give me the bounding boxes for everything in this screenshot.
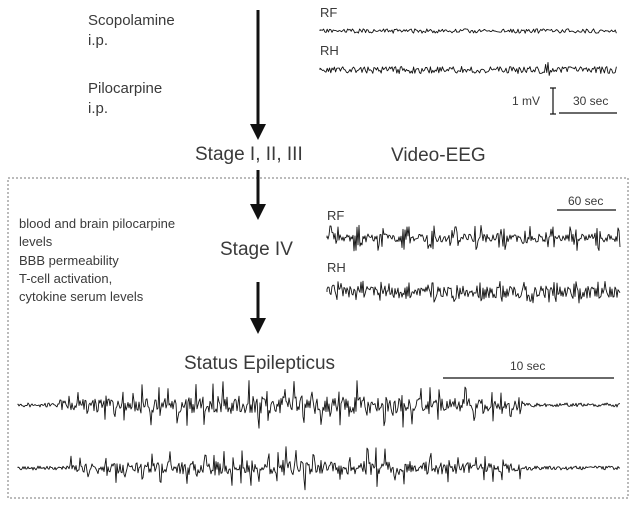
top-rf-channel-label: RF — [320, 5, 337, 20]
bottom-time-scale-label: 10 sec — [510, 359, 545, 373]
pilocarpine-route: i.p. — [88, 100, 108, 117]
measurement-line-5: cytokine serum levels — [19, 289, 144, 304]
status-epilepticus-label: Status Epilepticus — [184, 353, 335, 374]
arrowhead-icon — [250, 318, 266, 334]
stage-1-3-label: Stage I, II, III — [195, 144, 303, 165]
voltage-scale-label: 1 mV — [512, 94, 540, 108]
stage-iv-frame — [7, 177, 629, 499]
status-eeg-trace-1 — [17, 380, 620, 429]
measurement-line-1: blood and brain pilocarpine — [19, 216, 175, 231]
top-rh-channel-label: RH — [320, 43, 339, 58]
mid-rf-eeg-trace — [326, 224, 621, 252]
mid-time-scale-label: 60 sec — [568, 194, 603, 208]
scopolamine-route: i.p. — [88, 32, 108, 49]
status-eeg-trace-2 — [17, 446, 621, 491]
measurement-line-2: levels — [19, 234, 53, 249]
arrowhead-icon — [250, 124, 266, 140]
mid-rh-eeg-trace — [326, 280, 621, 304]
video-eeg-label: Video-EEG — [391, 145, 486, 166]
arrowhead-icon — [250, 204, 266, 220]
top-rf-eeg-trace — [319, 28, 617, 34]
time-scale-label-top: 30 sec — [573, 94, 608, 108]
stage-4-label: Stage IV — [220, 239, 293, 260]
measurement-line-4: T-cell activation, — [19, 271, 112, 286]
scopolamine-label: Scopolamine — [88, 12, 175, 29]
top-rh-eeg-trace — [319, 61, 617, 76]
mid-rf-channel-label: RF — [327, 208, 344, 223]
mid-rh-channel-label: RH — [327, 260, 346, 275]
pilocarpine-label: Pilocarpine — [88, 80, 162, 97]
measurement-line-3: BBB permeability — [19, 253, 119, 268]
